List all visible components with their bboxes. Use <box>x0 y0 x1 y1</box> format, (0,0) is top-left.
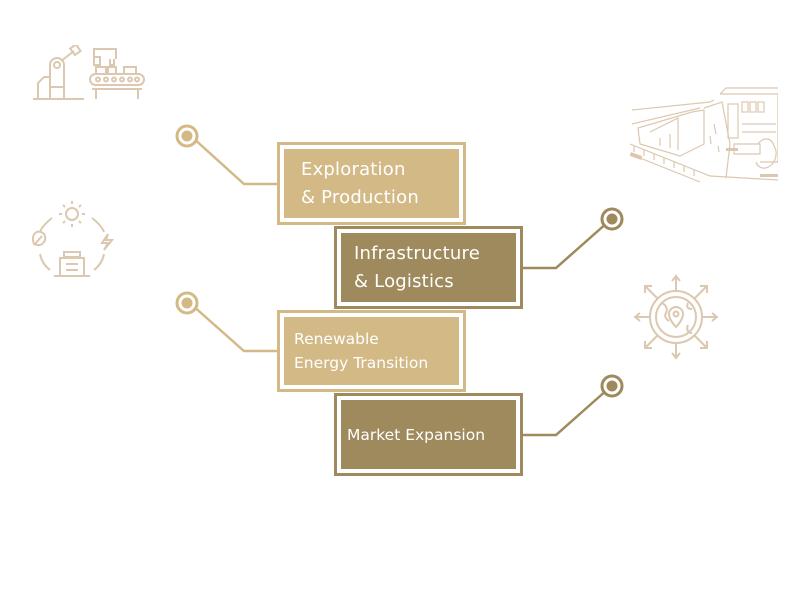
railway-station-sketch-icon <box>630 87 778 183</box>
connector-exploration <box>175 124 278 186</box>
connector-market <box>521 374 624 437</box>
connector-infrastructure <box>521 207 624 270</box>
box-fill: Market Expansion <box>341 400 516 469</box>
industrial-robot-conveyor-icon <box>33 45 145 100</box>
connector-renewable <box>175 291 278 353</box>
box-market-expansion[interactable]: Market Expansion <box>334 393 523 476</box>
box-label: Market Expansion <box>347 425 486 444</box>
box-label: Exploration & Production <box>301 158 419 208</box>
box-fill: Renewable Energy Transition <box>284 317 459 385</box>
box-label: Renewable Energy Transition <box>294 330 429 372</box>
box-infrastructure-logistics[interactable]: Infrastructure & Logistics <box>334 226 523 309</box>
box-exploration-production[interactable]: Exploration & Production <box>277 142 466 225</box>
renewable-energy-cycle-icon <box>32 201 115 277</box>
box-fill: Exploration & Production <box>284 149 459 218</box>
box-renewable-energy[interactable]: Renewable Energy Transition <box>277 310 466 392</box>
box-label: Infrastructure & Logistics <box>354 242 480 292</box>
box-fill: Infrastructure & Logistics <box>341 233 516 302</box>
global-location-expansion-icon <box>633 274 719 360</box>
